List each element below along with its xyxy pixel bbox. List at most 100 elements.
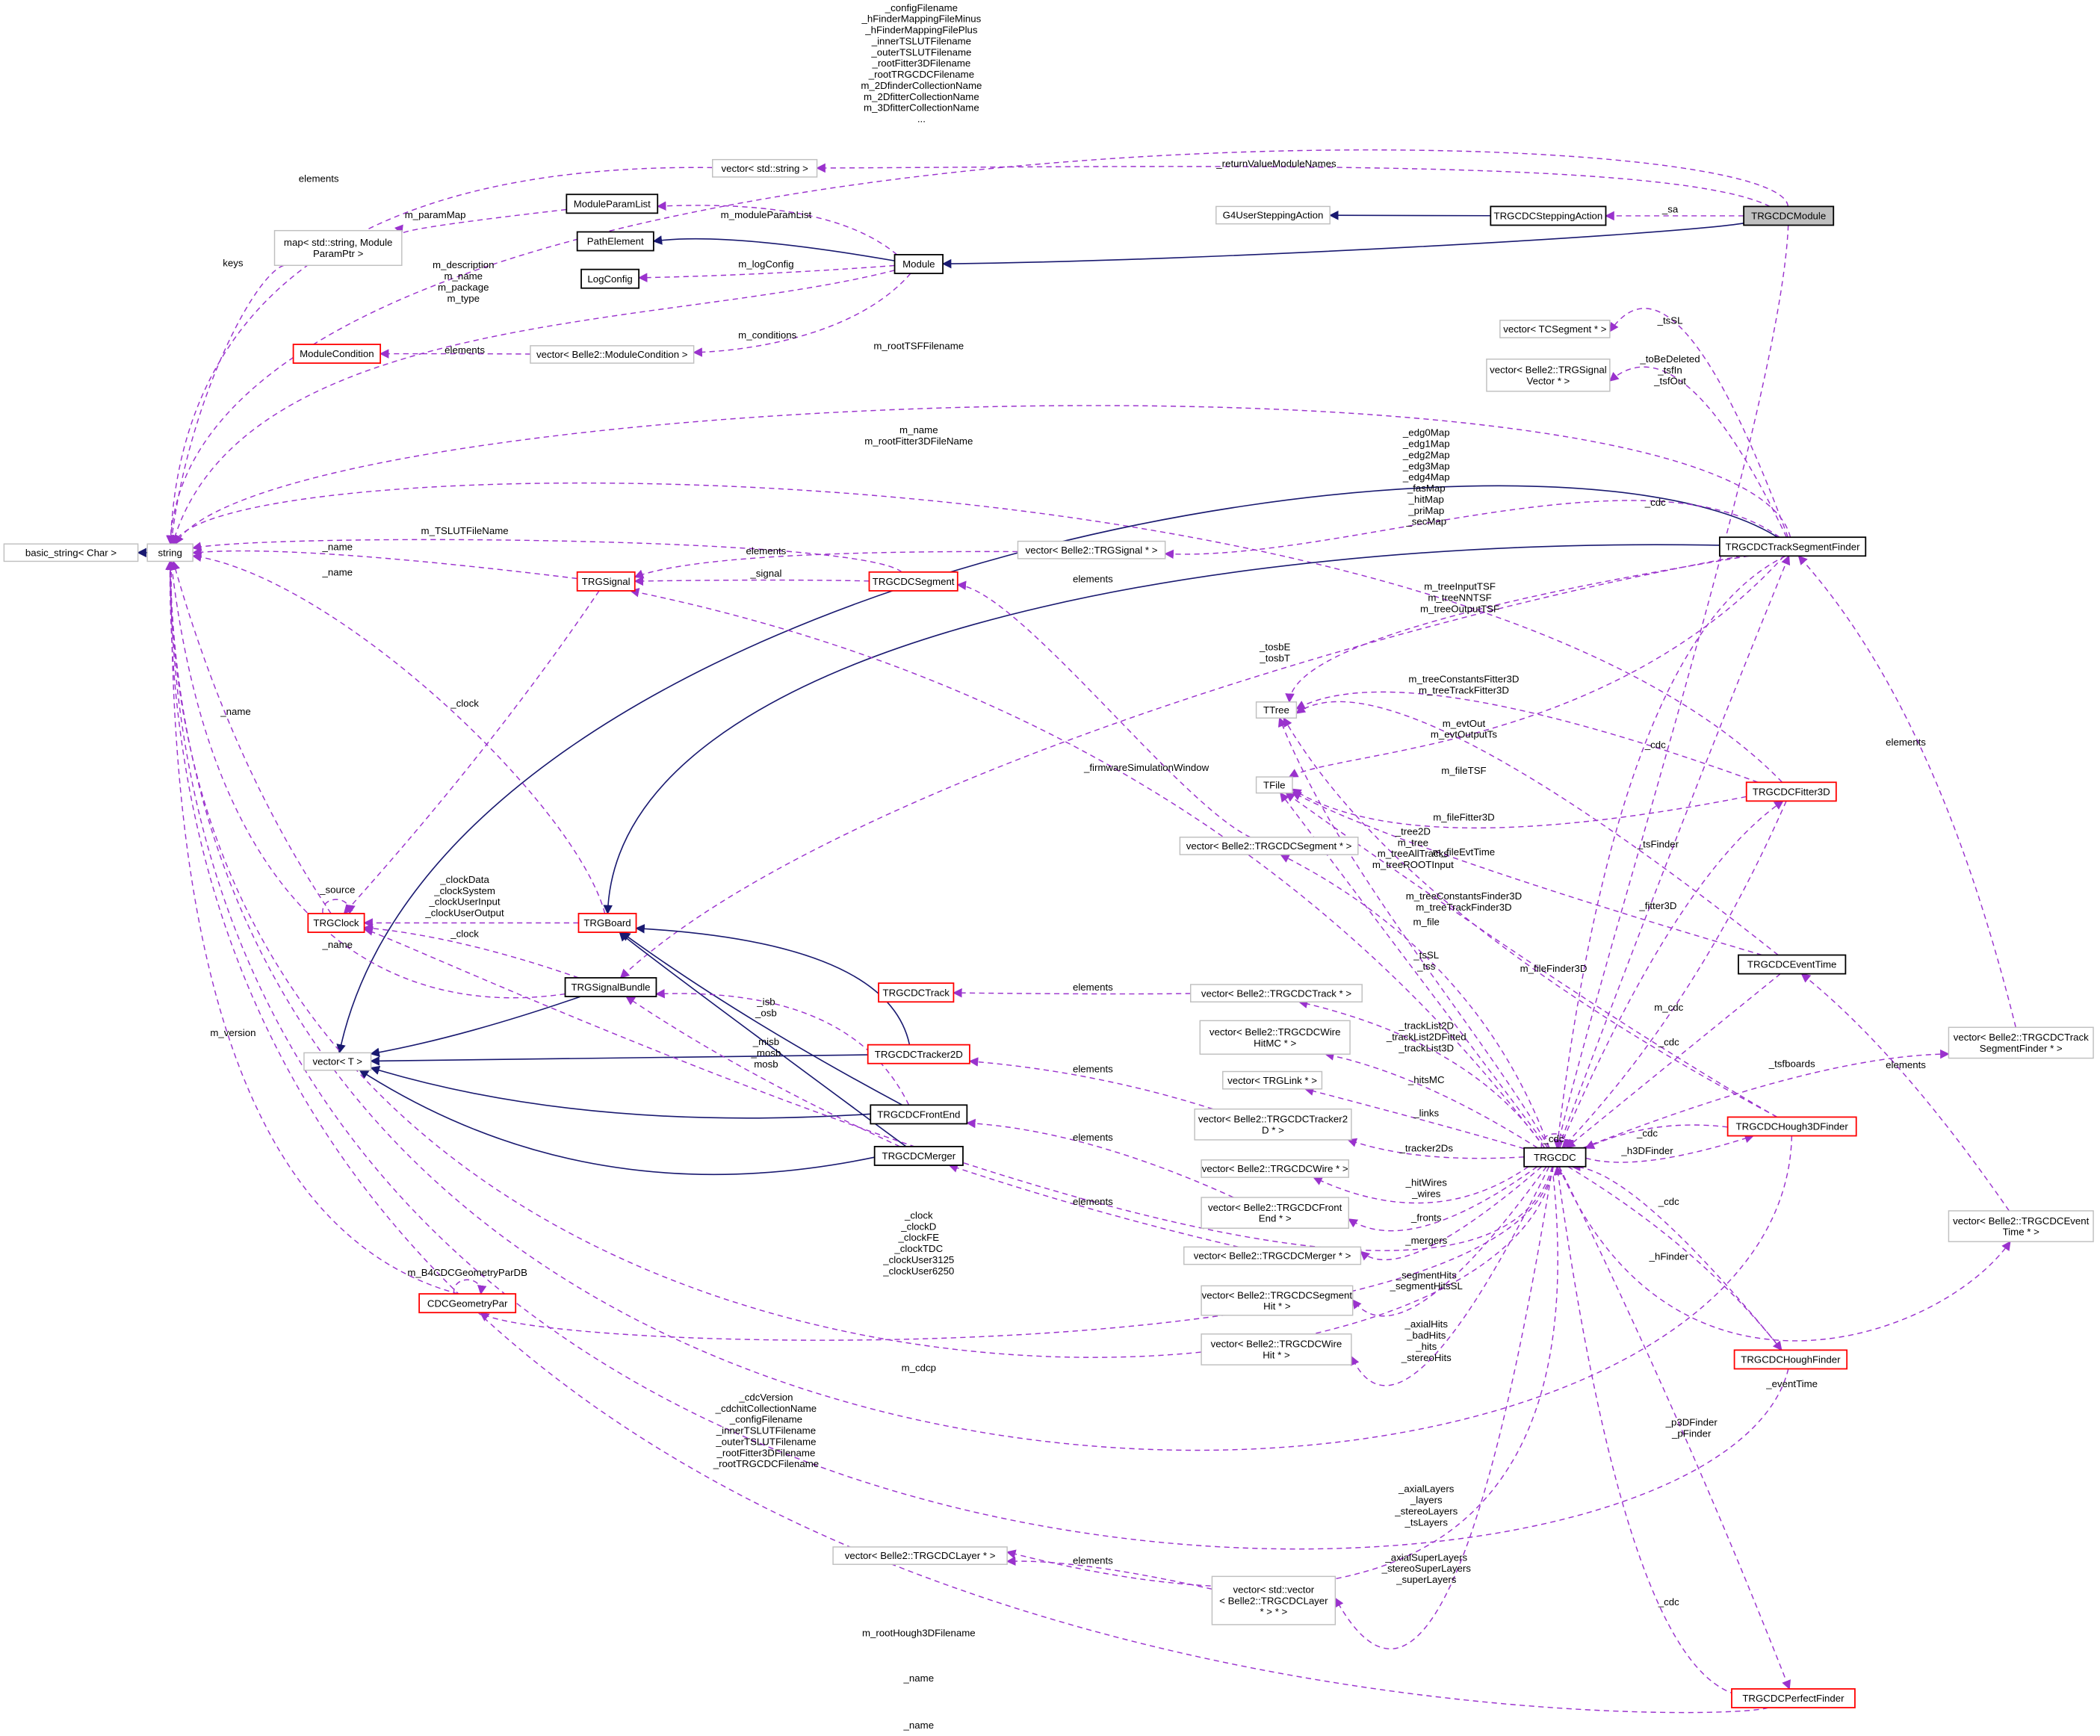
edge-label: _cdc [1644, 497, 1666, 508]
class-node-PerfectFinder[interactable]: TRGCDCPerfectFinder [1731, 1688, 1856, 1708]
edge-label: m_fileEvtTime [1433, 846, 1495, 858]
edge-label: _hitMap [1408, 494, 1444, 505]
edge-label: _hitsMC [1407, 1074, 1445, 1085]
class-node-Merger[interactable]: TRGCDCMerger [873, 1145, 964, 1166]
node-box [418, 1293, 517, 1314]
class-node-SteppingAction[interactable]: TRGCDCSteppingAction [1490, 205, 1607, 226]
class-node-vec_FrontEnd[interactable]: vector< Belle2::TRGCDCFrontEnd * > [1201, 1197, 1349, 1229]
edge-label: _trackList2D [1398, 1020, 1454, 1032]
usage-edge-TRGCDCSegment-to-string [191, 539, 902, 573]
class-node-ModuleCondition[interactable]: ModuleCondition [292, 344, 382, 365]
usage-edge-TRGCDC-to-PerfectFinder [1558, 1166, 1791, 1690]
class-node-vec_Tracker2[interactable]: vector< Belle2::TRGCDCTracker2D * > [1194, 1108, 1352, 1141]
class-node-vec_TSF[interactable]: vector< Belle2::TRGCDCTrackSegmentFinder… [1948, 1026, 2094, 1059]
edge-label: _tsfIn [1657, 365, 1682, 376]
class-node-Tracker2D[interactable]: TRGCDCTracker2D [867, 1044, 970, 1064]
node-box [530, 345, 695, 364]
node-label: ModuleCondition [300, 348, 374, 359]
node-label: TRGCDCModule [1751, 211, 1826, 222]
edge-label: m_3DfitterCollectionName [864, 102, 979, 114]
class-node-TRGCDCTrack[interactable]: TRGCDCTrack [878, 982, 955, 1003]
edge-label: _edg3Map [1402, 460, 1450, 471]
edge-label: _clockUser3125 [882, 1254, 954, 1265]
class-node-CDCGeometryPar[interactable]: CDCGeometryPar [418, 1293, 517, 1314]
class-node-TTree[interactable]: TTree [1255, 701, 1298, 719]
class-node-vec_ModuleCondition[interactable]: vector< Belle2::ModuleCondition > [530, 345, 695, 364]
edge-label: _cdc [1543, 1133, 1564, 1144]
node-label: TRGCDCSegment [873, 576, 955, 587]
class-node-vec_Signal[interactable]: vector< Belle2::TRGSignal * > [1017, 540, 1166, 559]
edge-label: _clock [904, 1209, 933, 1221]
class-node-vec_Layer[interactable]: vector< Belle2::TRGCDCLayer * > [832, 1546, 1008, 1565]
edge-label: m_treeInputTSF [1424, 581, 1496, 592]
usage-edge-Fitter3D-to-TTree [1295, 691, 1759, 783]
node-box [1731, 1688, 1856, 1708]
usage-edge-SignalBundle-to-TRGClock [363, 923, 579, 979]
node-box [577, 913, 637, 933]
edge-label: _hFinderMappingFileMinus [861, 13, 981, 25]
class-node-vec_stdstring[interactable]: vector< std::string > [712, 158, 818, 178]
node-box [1201, 1285, 1354, 1316]
class-node-TRGBoard[interactable]: TRGBoard [577, 913, 637, 933]
edge-label: _tosbE [1259, 642, 1290, 653]
class-node-vec_Track[interactable]: vector< Belle2::TRGCDCTrack * > [1190, 984, 1363, 1002]
class-node-PathElement[interactable]: PathElement [576, 231, 654, 252]
class-node-EventTime[interactable]: TRGCDCEventTime [1738, 954, 1847, 975]
edge-label: m_B4CDCGeometryParDB [407, 1267, 527, 1278]
class-node-FrontEnd[interactable]: TRGCDCFrontEnd [870, 1104, 968, 1125]
edge-label: m_treeConstantsFinder3D [1406, 890, 1522, 902]
class-node-TSF[interactable]: TRGCDCTrackSegmentFinder [1718, 536, 1867, 557]
class-node-SignalBundle[interactable]: TRGSignalBundle [564, 977, 657, 997]
class-node-vec_EventTime[interactable]: vector< Belle2::TRGCDCEventTime * > [1948, 1210, 2094, 1242]
class-node-TRGCDC[interactable]: TRGCDC [1523, 1147, 1587, 1168]
class-node-basic_string[interactable]: basic_string< Char > [3, 543, 139, 562]
edge-label: m_moduleParamList [721, 209, 812, 220]
inheritance-edge-Merger-to-TRGBoard [619, 931, 907, 1147]
usage-edge-TRGCDC-to-vec_Segment [1280, 854, 1550, 1148]
class-node-G4[interactable]: G4UserSteppingAction [1215, 205, 1331, 225]
usage-edge-vec_Segment-to-TRGCDCSegment [956, 580, 1251, 838]
edge-label: _trackList2DFitted [1386, 1032, 1466, 1043]
class-node-TRGCDCSegment[interactable]: TRGCDCSegment [868, 571, 958, 592]
class-node-TRGSignal[interactable]: TRGSignal [576, 571, 636, 592]
node-label: vector< Belle2::TRGCDCWire * > [1202, 1163, 1348, 1174]
class-node-vec_TCSegment[interactable]: vector< TCSegment * > [1499, 320, 1611, 338]
node-box [1948, 1210, 2094, 1242]
class-node-vec_Segment[interactable]: vector< Belle2::TRGCDCSegment * > [1179, 837, 1359, 855]
edge-label: m_treeAllTracks [1378, 848, 1449, 859]
class-node-TRGCDCModule[interactable]: TRGCDCModule [1743, 205, 1835, 226]
node-label: vector< Belle2::TRGCDCWire [1211, 1339, 1342, 1350]
class-node-string[interactable]: string [146, 543, 193, 562]
node-label: vector< std::string > [721, 163, 808, 174]
class-node-vec_Wire[interactable]: vector< Belle2::TRGCDCWire * > [1201, 1159, 1349, 1178]
class-node-Module[interactable]: Module [893, 254, 944, 274]
edge-label: _p3DFinder [1665, 1417, 1718, 1428]
class-node-Fitter3D[interactable]: TRGCDCFitter3D [1745, 781, 1837, 802]
usage-edge-PerfectFinder-to-TRGCDC [1553, 1165, 1782, 1697]
edge-label: _axialLayers [1398, 1484, 1455, 1495]
class-node-vec_VecLayer[interactable]: vector< std::vector< Belle2::TRGCDCLayer… [1211, 1575, 1336, 1625]
class-node-vec_Merger[interactable]: vector< Belle2::TRGCDCMerger * > [1183, 1246, 1362, 1265]
class-node-TRGClock[interactable]: TRGClock [307, 913, 365, 933]
edge-label: _name [322, 541, 353, 552]
usage-edge-TRGCDCModule-to-TRGCDC [1554, 225, 1789, 1149]
node-label: TRGCDC [1534, 1152, 1576, 1163]
edge-label: _cdchitCollectionName [715, 1403, 817, 1414]
node-label: vector< Belle2::TRGCDCLayer * > [845, 1550, 996, 1561]
usage-edge-CDCGeometryPar-to-string [166, 560, 459, 1295]
edge-label: _clockFE [898, 1232, 940, 1243]
class-node-vecT[interactable]: vector< T > [303, 1052, 372, 1071]
class-node-LogConfig[interactable]: LogConfig [580, 268, 640, 289]
class-node-ModuleParamList[interactable]: ModuleParamList [566, 193, 659, 214]
node-label: TRGBoard [583, 917, 631, 929]
class-node-HoughFinder[interactable]: TRGCDCHoughFinder [1733, 1349, 1848, 1370]
class-node-TFile[interactable]: TFile [1255, 776, 1293, 794]
class-node-vec_TRGLink[interactable]: vector< TRGLink * > [1222, 1070, 1323, 1090]
node-label: Hit * > [1263, 1350, 1290, 1361]
class-node-Hough3D[interactable]: TRGCDCHough3DFinder [1726, 1116, 1857, 1137]
